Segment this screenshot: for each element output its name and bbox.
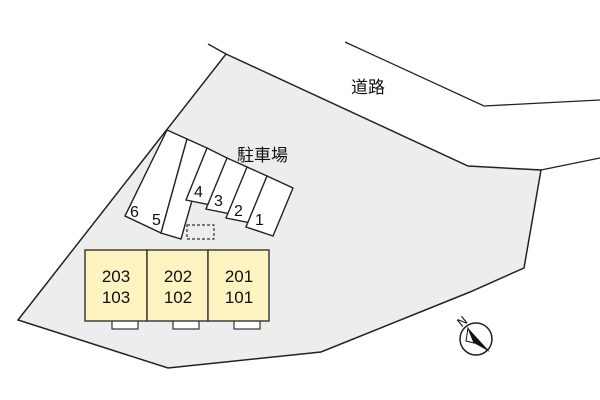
road-label: 道路 <box>351 78 385 98</box>
stall-number-3: 3 <box>214 193 223 210</box>
unit-number-101: 101 <box>225 288 253 307</box>
unit-number-103: 103 <box>102 288 130 307</box>
stall-number-5: 5 <box>152 212 161 229</box>
unit-number-202: 202 <box>164 267 192 286</box>
parking-stall-5 <box>160 138 208 240</box>
unit-block-201 <box>207 249 270 322</box>
building: 203 103 202 102 201 101 <box>84 249 270 330</box>
unit-number-201: 201 <box>225 267 253 286</box>
stall-number-6: 6 <box>130 204 139 221</box>
road-edge-right <box>540 157 600 171</box>
north-arrow-icon: N <box>454 313 493 356</box>
road-edge-left <box>207 43 227 55</box>
unit-number-203: 203 <box>102 267 130 286</box>
stall-number-1: 1 <box>255 212 264 229</box>
stall-number-4: 4 <box>194 184 203 201</box>
unit-number-102: 102 <box>164 288 192 307</box>
road-edge-top <box>344 41 600 107</box>
unit-block-202 <box>146 249 209 322</box>
unit-block-203 <box>84 249 148 322</box>
parking-area: 6 5 4 3 2 1 <box>124 129 294 240</box>
parking-stall-1 <box>245 175 294 237</box>
parking-label: 駐車場 <box>237 146 288 166</box>
dashed-marker <box>186 224 215 240</box>
stall-number-2: 2 <box>234 203 243 220</box>
